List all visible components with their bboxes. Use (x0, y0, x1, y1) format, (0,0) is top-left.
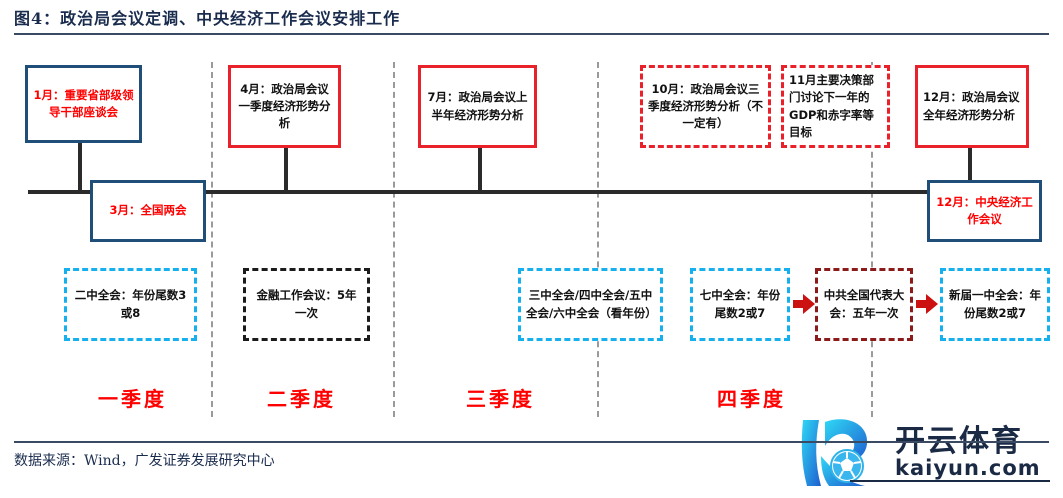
plenum-box-3-6-plenum-label: 三中全会/四中全会/五中全会/六中全会（看年份） (526, 288, 657, 320)
timeline-box-apr-label: 4月：政治局会议一季度经济形势分析 (238, 81, 331, 131)
timeline-box-oct[interactable]: 10月：政治局会议三季度经济形势分析（不一定有） (640, 65, 771, 148)
plenum-box-new-1st-plenum[interactable]: 新届一中全会：年份尾数2或7 (940, 268, 1050, 341)
quarter-label-q1: 一季度 (98, 387, 167, 411)
figure-header: 图4：政治局会议定调、中央经济工作会议安排工作 (0, 0, 1063, 40)
footer-divider (14, 441, 1049, 443)
timeline-diagram: 1月：重要省部级领导干部座谈会 4月：政治局会议一季度经济形势分析 7月：政治局… (0, 40, 1063, 486)
stem-apr (284, 148, 288, 192)
timeline-box-nov[interactable]: 11月主要决策部门讨论下一年的GDP和赤字率等目标 (781, 65, 890, 148)
plenum-box-7th-plenum[interactable]: 七中全会：年份尾数2或7 (690, 268, 790, 341)
quarter-divider-4 (871, 62, 873, 417)
timeline-box-apr[interactable]: 4月：政治局会议一季度经济形势分析 (228, 65, 341, 148)
source-note: 数据来源：Wind，广发证券发展研究中心 (14, 453, 275, 469)
timeline-box-dec-cewc-label: 12月：中央经济工作会议 (936, 194, 1033, 226)
timeline-box-jan-label: 1月：重要省部级领导干部座谈会 (33, 87, 134, 119)
title-divider (14, 33, 1049, 35)
plenum-box-party-congress[interactable]: 中共全国代表大会：五年一次 (815, 268, 913, 341)
plenum-box-party-congress-label: 中共全国代表大会：五年一次 (823, 288, 905, 320)
quarter-label-q2: 二季度 (267, 387, 336, 411)
stem-jul (478, 148, 482, 192)
timeline-box-dec-politburo-label: 12月：政治局会议全年经济形势分析 (923, 90, 1020, 122)
timeline-box-jul-label: 7月：政治局会议上半年经济形势分析 (427, 90, 528, 122)
plenum-box-finance-conf-label: 金融工作会议：5年一次 (256, 288, 357, 320)
timeline-box-dec-cewc[interactable]: 12月：中央经济工作会议 (927, 180, 1042, 242)
stem-dec1 (968, 148, 972, 192)
timeline-box-dec-politburo[interactable]: 12月：政治局会议全年经济形势分析 (915, 65, 1029, 148)
quarter-divider-2 (393, 62, 395, 417)
timeline-box-nov-label: 11月主要决策部门讨论下一年的GDP和赤字率等目标 (789, 73, 875, 139)
watermark-underline (850, 480, 1050, 482)
timeline-axis (28, 190, 1028, 194)
plenum-box-7th-plenum-label: 七中全会：年份尾数2或7 (699, 288, 781, 320)
quarter-divider-1 (211, 62, 213, 417)
plenum-box-3-6-plenum[interactable]: 三中全会/四中全会/五中全会/六中全会（看年份） (518, 268, 663, 341)
watermark-brand: 开云体育 (895, 424, 1023, 459)
plenum-box-new-1st-plenum-label: 新届一中全会：年份尾数2或7 (949, 288, 1041, 320)
watermark-domain: kaiyun.com (895, 456, 1041, 480)
quarter-label-q3: 三季度 (466, 387, 535, 411)
plenum-box-finance-conf[interactable]: 金融工作会议：5年一次 (243, 268, 370, 341)
quarter-label-q4: 四季度 (717, 387, 786, 411)
kaiyun-k-logo-icon (801, 419, 868, 486)
stem-jan (78, 143, 82, 192)
timeline-box-jul[interactable]: 7月：政治局会议上半年经济形势分析 (418, 65, 537, 148)
plenum-box-2nd-plenum[interactable]: 二中全会：年份尾数3或8 (64, 268, 197, 341)
plenum-box-2nd-plenum-label: 二中全会：年份尾数3或8 (74, 288, 187, 320)
page-title: 图4：政治局会议定调、中央经济工作会议安排工作 (14, 9, 401, 28)
timeline-box-mar-label: 3月：全国两会 (109, 203, 187, 218)
timeline-box-mar[interactable]: 3月：全国两会 (90, 180, 206, 242)
watermark-kaiyun: 开云体育 kaiyun.com (795, 412, 1057, 494)
timeline-box-oct-label: 10月：政治局会议三季度经济形势分析（不一定有） (648, 81, 763, 131)
timeline-box-jan[interactable]: 1月：重要省部级领导干部座谈会 (25, 65, 142, 143)
quarter-divider-3 (597, 62, 599, 417)
